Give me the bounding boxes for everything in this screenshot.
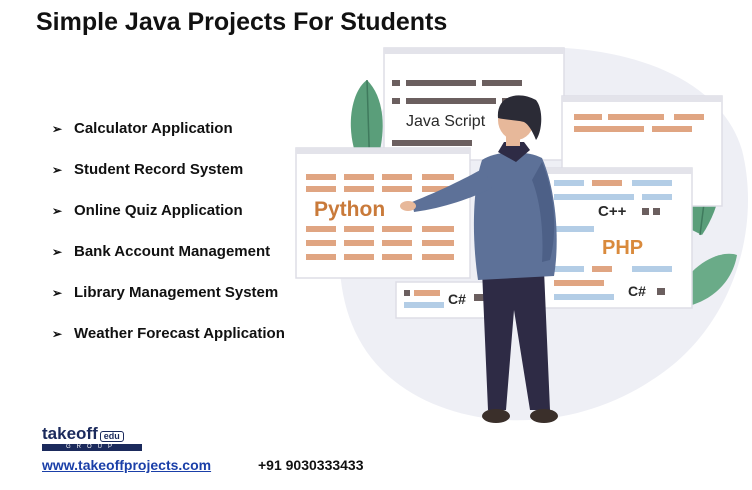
page-title: Simple Java Projects For Students bbox=[36, 8, 448, 36]
project-label: Calculator Application bbox=[74, 120, 233, 137]
phone-number: +91 9030333433 bbox=[258, 457, 364, 473]
project-item: ➢ Calculator Application bbox=[52, 108, 285, 149]
csharp-panel: C# bbox=[395, 281, 495, 319]
arrow-bullet-icon: ➢ bbox=[52, 162, 63, 177]
person-figure bbox=[400, 95, 558, 423]
project-item: ➢ Student Record System bbox=[52, 149, 285, 190]
python-panel: Python bbox=[295, 147, 471, 279]
brand-logo: takeoff edu GROUP bbox=[42, 425, 152, 451]
python-label: Python bbox=[314, 198, 385, 221]
javascript-panel: Java Script bbox=[383, 47, 565, 161]
illustration: Java Script C++ PHP C# bbox=[295, 47, 748, 423]
project-item: ➢ Weather Forecast Application bbox=[52, 313, 285, 354]
website-link[interactable]: www.takeoffprojects.com bbox=[42, 457, 212, 473]
project-item: ➢ Online Quiz Application bbox=[52, 190, 285, 231]
project-label: Bank Account Management bbox=[74, 243, 271, 260]
brand-group: GROUP bbox=[42, 444, 142, 451]
project-label: Student Record System bbox=[74, 161, 244, 178]
csharp-right-label: C# bbox=[628, 283, 646, 299]
project-label: Weather Forecast Application bbox=[74, 325, 285, 342]
project-list: ➢ Calculator Application ➢ Student Record … bbox=[52, 108, 285, 354]
javascript-label: Java Script bbox=[406, 113, 486, 130]
arrow-bullet-icon: ➢ bbox=[52, 285, 63, 300]
brand-name: takeoff bbox=[42, 424, 98, 443]
brand-sup: edu bbox=[99, 431, 124, 442]
arrow-bullet-icon: ➢ bbox=[52, 203, 63, 218]
cpp-label: C++ bbox=[598, 203, 627, 220]
csharp-left-label: C# bbox=[448, 291, 466, 307]
project-label: Library Management System bbox=[74, 284, 279, 301]
arrow-bullet-icon: ➢ bbox=[52, 244, 63, 259]
arrow-bullet-icon: ➢ bbox=[52, 121, 63, 136]
brand-logo-text: takeoff edu bbox=[42, 425, 152, 442]
project-item: ➢ Bank Account Management bbox=[52, 231, 285, 272]
project-label: Online Quiz Application bbox=[74, 202, 243, 219]
arrow-bullet-icon: ➢ bbox=[52, 326, 63, 341]
project-item: ➢ Library Management System bbox=[52, 272, 285, 313]
cpp-php-panel: C++ PHP C# bbox=[541, 167, 693, 309]
php-label: PHP bbox=[602, 237, 643, 259]
